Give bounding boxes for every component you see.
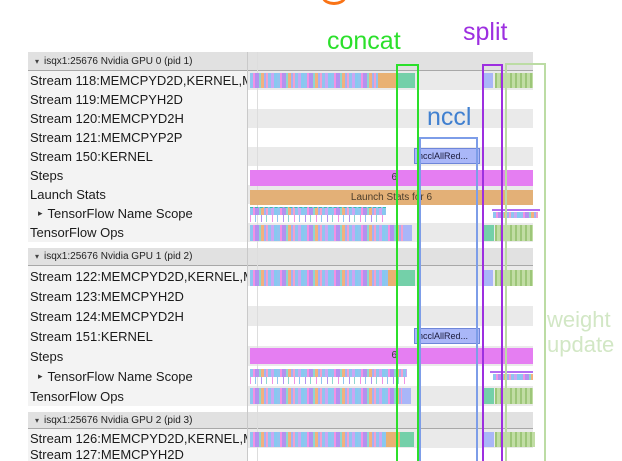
row-label[interactable]: ▸TensorFlow Name Scope [28,204,247,223]
name-scope-band[interactable] [250,369,407,377]
row-label[interactable]: ▸TensorFlow Name Scope [28,366,247,386]
chevron-down-icon: ▾ [35,56,40,66]
process-header-gpu1[interactable]: ▾ isqx1:25676 Nvidia GPU 1 (pid 2) [28,248,533,266]
row-label: Stream 124:MEMCPYD2H [28,306,247,326]
trace-bar-orange[interactable] [386,432,400,447]
step-boundary [397,170,398,186]
track-canvas [248,448,533,461]
name-scope-line [492,209,540,211]
process-header-label: isqx1:25676 Nvidia GPU 2 (pid 3) [44,414,193,426]
orange-arc-fragment [322,0,346,5]
row-label: Stream 127:MEMCPYH2D [28,448,247,461]
table-row: Stream 151:KERNEL [0,326,622,346]
track-canvas [248,306,533,326]
track-canvas [248,109,533,128]
trace-bar-weight-update[interactable] [495,432,535,447]
track-canvas [248,326,533,346]
row-label: Stream 118:MEMCPYD2D,KERNEL,ME [28,71,247,90]
trace-bar-concat-teal[interactable] [398,73,415,88]
tf-ops-band[interactable] [250,388,402,404]
trace-bar-nccl-allreduce[interactable]: ncclAllRed... [414,328,480,344]
chevron-right-icon[interactable]: ▸ [38,208,43,218]
chevron-down-icon: ▾ [35,415,40,425]
trace-bar-split-blue[interactable] [483,270,493,286]
trace-bar-kernel-stripes[interactable] [250,73,378,88]
name-scope-band[interactable] [250,207,386,215]
row-label: TensorFlow Ops [28,223,247,242]
steps-bar[interactable] [250,348,533,364]
table-row: Stream 120:MEMCPYD2H [0,109,622,128]
trace-bar-weight-update[interactable] [495,73,533,88]
tf-ops-blue[interactable] [402,388,411,404]
tf-ops-weight-update[interactable] [495,225,533,241]
launch-stats-bar[interactable]: Launch Stats for 6 [250,190,533,205]
chevron-down-icon: ▾ [35,252,40,261]
tf-ops-weight-update[interactable] [495,388,533,404]
trace-bar-split-blue[interactable] [484,73,493,88]
top-cutoff-text-fragment [318,0,354,7]
process-header-gpu2[interactable]: ▾ isqx1:25676 Nvidia GPU 2 (pid 3) [28,412,533,429]
tf-ops-blue[interactable] [403,225,412,241]
tf-ops-teal[interactable] [483,388,494,404]
table-row: Stream 150:KERNEL [0,147,622,166]
row-label: TensorFlow Ops [28,386,247,406]
row-label: Stream 126:MEMCPYD2D,KERNEL,MI [28,429,247,448]
row-label: Stream 151:KERNEL [28,326,247,346]
split-annotation-label: split [463,18,508,46]
track-canvas [248,128,533,147]
name-scope-band-right[interactable] [493,212,538,218]
trace-bar-kernel-stripes[interactable] [250,270,388,286]
table-row: Stream 123:MEMCPYH2D [0,286,622,306]
tf-ops-band[interactable] [250,225,403,241]
chevron-right-icon[interactable]: ▸ [38,370,43,381]
trace-bar-orange[interactable] [388,270,398,286]
table-row: Stream 121:MEMCPYP2P [0,128,622,147]
row-label: Stream 121:MEMCPYP2P [28,128,247,147]
steps-bar[interactable] [250,170,533,186]
table-row: Stream 127:MEMCPYH2D [0,448,622,461]
tf-ops-teal[interactable] [483,225,494,241]
track-canvas [248,286,533,306]
trace-bar-split-blue[interactable] [483,432,494,447]
row-label: Launch Stats [28,185,247,204]
row-label: Steps [28,166,247,185]
trace-bar-orange[interactable] [378,73,398,88]
row-label: Stream 150:KERNEL [28,147,247,166]
trace-bar-nccl-allreduce[interactable]: ncclAllRed... [414,148,480,164]
step-number: 6 [391,350,397,361]
row-label: Stream 122:MEMCPYD2D,KERNEL,MI [28,266,247,286]
process-header-label: isqx1:25676 Nvidia GPU 1 (pid 2) [44,251,193,262]
table-row: Stream 124:MEMCPYD2H [0,306,622,326]
process-header-label: isqx1:25676 Nvidia GPU 0 (pid 1) [44,55,193,67]
trace-bar-kernel-stripes[interactable] [250,432,386,447]
row-label: Stream 120:MEMCPYD2H [28,109,247,128]
step-boundary [397,348,398,364]
trace-bar-concat-teal[interactable] [398,270,415,286]
name-scope-ticks [250,377,407,384]
row-label: Steps [28,346,247,366]
step-number: 6 [391,172,397,183]
trace-bar-weight-update[interactable] [495,270,533,286]
trace-bar-concat-teal[interactable] [400,432,414,447]
name-scope-ticks [250,215,386,222]
row-label: Stream 123:MEMCPYH2D [28,286,247,306]
time-gridline [257,52,258,461]
name-scope-line [490,371,533,373]
table-row: Stream 119:MEMCPYH2D [0,90,622,109]
label-canvas-divider [247,52,248,461]
process-header-gpu0[interactable]: ▾ isqx1:25676 Nvidia GPU 0 (pid 1) [28,52,533,71]
track-canvas [248,90,533,109]
row-label: Stream 119:MEMCPYH2D [28,90,247,109]
track-canvas [248,147,533,166]
name-scope-band-right[interactable] [493,374,533,380]
